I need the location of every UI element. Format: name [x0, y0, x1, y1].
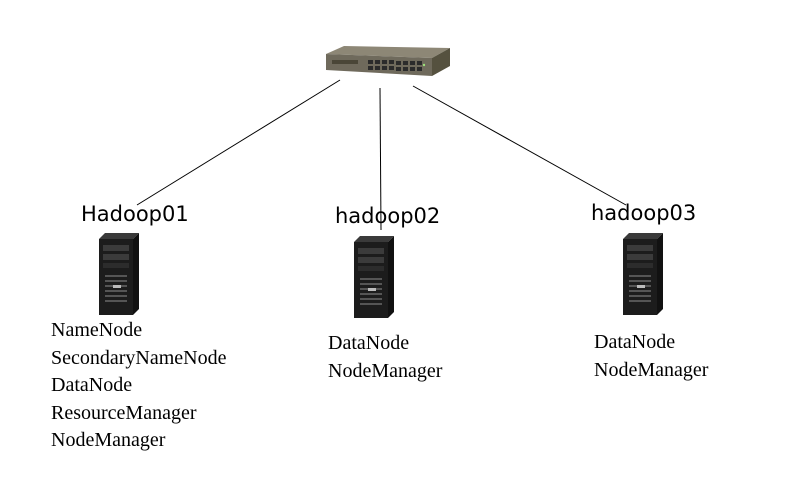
service-item: DataNode	[594, 331, 676, 353]
link-switch-hadoop01	[136, 79, 341, 206]
service-item: DataNode	[51, 374, 133, 396]
network-switch-icon	[326, 46, 450, 76]
service-list: NameNode SecondaryNameNode DataNode Reso…	[51, 317, 227, 455]
service-item: NodeManager	[51, 429, 166, 451]
service-item: DataNode	[328, 332, 410, 354]
service-list: DataNode NodeManager	[328, 330, 442, 385]
server-tower-icon	[623, 233, 663, 315]
service-item: NodeManager	[328, 359, 443, 382]
service-item: NameNode	[51, 319, 143, 341]
server-tower-icon	[99, 233, 139, 315]
service-item: SecondaryNameNode	[51, 346, 227, 369]
host-name: hadoop03	[591, 201, 697, 225]
host-name: Hadoop01	[81, 202, 189, 226]
service-list: DataNode NodeManager	[594, 329, 708, 384]
server-tower-icon	[354, 236, 394, 318]
link-switch-hadoop02	[379, 87, 382, 231]
link-switch-hadoop03	[412, 85, 627, 206]
service-item: NodeManager	[594, 358, 709, 381]
host-name: hadoop02	[335, 204, 441, 228]
service-item: ResourceManager	[51, 401, 197, 424]
